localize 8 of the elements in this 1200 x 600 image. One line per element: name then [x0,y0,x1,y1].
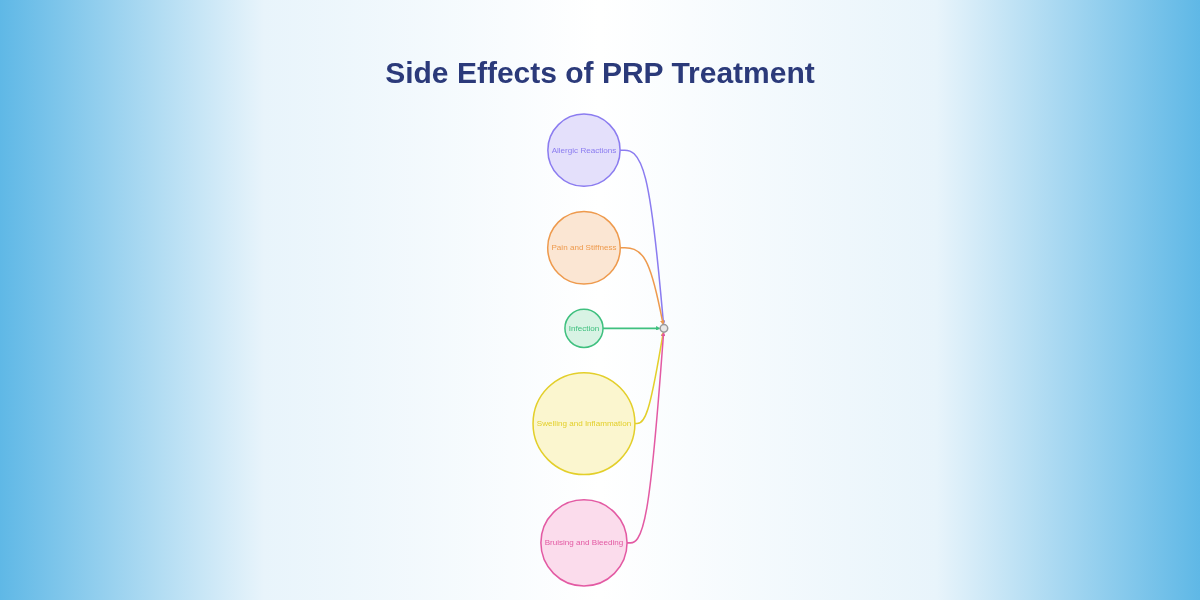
node-circle: Allergic Reactions [546,113,621,188]
title: Side Effects of PRP Treatment [384,56,816,90]
arrow [619,247,665,325]
node-circle: Bruising and Bleeding [539,499,628,587]
node-circle [659,323,669,333]
node-circle: Infection [563,308,604,349]
node-circle: Pain and Stiffness [546,210,621,285]
node-circle: Swelling and Inflammation [531,371,636,476]
